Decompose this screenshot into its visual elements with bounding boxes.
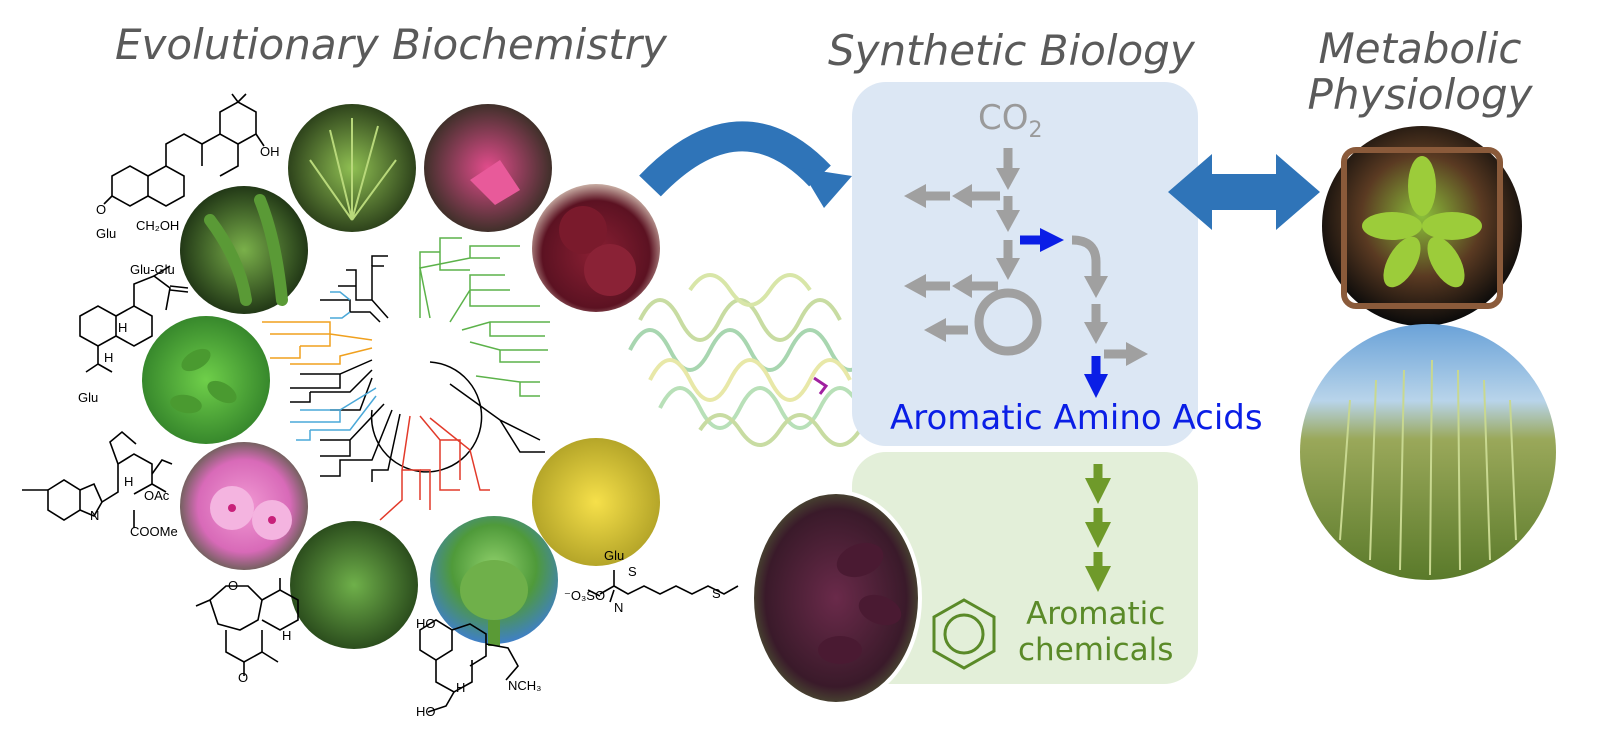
products-panel bbox=[852, 452, 1198, 684]
tree-clade-blue-top bbox=[330, 291, 351, 319]
label-ho-1: HO bbox=[416, 616, 436, 631]
co2-label: CO2 bbox=[978, 98, 1043, 143]
molecule-labels: OH O Glu CH₂OH Glu-Glu H H Glu OAc COOMe… bbox=[78, 144, 721, 719]
heading-metabolic-line1: Metabolic bbox=[1318, 24, 1522, 73]
label-glu-glu: Glu-Glu bbox=[130, 262, 175, 277]
label-s-2: S bbox=[712, 586, 721, 601]
switchgrass-photo bbox=[1300, 324, 1556, 580]
switchgrass-blades bbox=[1339, 359, 1517, 576]
triterpenoid-structure bbox=[103, 93, 265, 207]
aromatic-amino-acids-label: Aromatic Amino Acids bbox=[890, 398, 1263, 438]
pathway-arrows bbox=[904, 148, 1148, 366]
heading-metabolic-physiology: Metabolic Physiology bbox=[1300, 26, 1540, 118]
aromatic-chemicals-line2: chemicals bbox=[1018, 632, 1174, 668]
label-ch2oh: CH₂OH bbox=[136, 218, 179, 233]
label-n-2: N bbox=[614, 600, 623, 615]
heading-metabolic-line2: Physiology bbox=[1307, 70, 1533, 119]
purple-leaves bbox=[818, 542, 902, 664]
tree-clade-red bbox=[379, 415, 490, 521]
morphine-structure bbox=[419, 619, 519, 713]
co2-subscript: 2 bbox=[1028, 117, 1043, 143]
label-oac: OAc bbox=[144, 488, 170, 503]
bougainvillea-bract bbox=[470, 160, 520, 205]
label-o3so: ⁻O₃SO bbox=[564, 588, 605, 603]
co2-prefix: CO bbox=[978, 98, 1029, 138]
tca-cycle-circle bbox=[974, 288, 1042, 356]
tree-clade-black-bottom bbox=[320, 403, 401, 482]
label-h-5: H bbox=[456, 680, 465, 695]
label-coome: COOMe bbox=[130, 524, 178, 539]
tree-clade-blue-bottom bbox=[290, 387, 377, 441]
rosette-leaves bbox=[1362, 156, 1482, 288]
label-ho-2: HO bbox=[416, 704, 436, 719]
label-glu-3: Glu bbox=[604, 548, 624, 563]
tree-clade-black-top bbox=[320, 255, 389, 323]
artemisinin-structure bbox=[195, 578, 299, 676]
steviol-glycoside-structure bbox=[79, 265, 189, 373]
label-s-1: S bbox=[628, 564, 637, 579]
purple-plant-photo bbox=[750, 490, 922, 706]
artemisia-photo bbox=[290, 521, 418, 649]
tree-clade-black-right bbox=[449, 383, 545, 453]
curved-arrow bbox=[639, 121, 852, 208]
label-nch3: NCH₃ bbox=[508, 678, 541, 693]
grass-blades bbox=[309, 118, 397, 221]
chemical-structures bbox=[22, 93, 739, 713]
label-o-2: O bbox=[228, 578, 238, 593]
label-glu-2: Glu bbox=[78, 390, 98, 405]
aromatic-chemicals-label: Aromatic chemicals bbox=[1018, 596, 1173, 668]
highlight-arrows bbox=[1020, 228, 1108, 398]
product-arrows bbox=[1085, 464, 1111, 592]
label-o-1: O bbox=[96, 202, 106, 217]
label-h-4: H bbox=[282, 628, 291, 643]
beet-root bbox=[559, 206, 607, 254]
label-glu-1: Glu bbox=[96, 226, 116, 241]
label-h-1: H bbox=[118, 320, 127, 335]
pea-pods bbox=[204, 194, 288, 306]
poppy-capsule bbox=[460, 560, 528, 620]
bidirectional-arrow bbox=[1168, 154, 1320, 230]
label-oh: OH bbox=[260, 144, 280, 159]
vinblastine-fragment-structure bbox=[22, 430, 173, 528]
aromatic-chemicals-line1: Aromatic bbox=[1026, 596, 1166, 632]
mustard-photo bbox=[532, 438, 660, 566]
heading-evolutionary-biochemistry: Evolutionary Biochemistry bbox=[115, 20, 667, 69]
tree-clade-orange bbox=[262, 321, 373, 365]
plant-photo-ring bbox=[142, 104, 660, 649]
stevia-photo bbox=[142, 316, 270, 444]
heading-synthetic-biology: Synthetic Biology bbox=[828, 26, 1195, 75]
beet-root-2 bbox=[584, 244, 636, 296]
stevia-leaves bbox=[170, 348, 237, 414]
label-h-2: H bbox=[104, 350, 113, 365]
tree-clade-green bbox=[419, 237, 550, 397]
benzene-ring-icon bbox=[932, 598, 996, 670]
label-n-1: N bbox=[90, 508, 99, 523]
label-o-3: O bbox=[238, 670, 248, 685]
tree-clade-black-mid bbox=[290, 359, 373, 411]
phylogenetic-tree bbox=[262, 237, 550, 521]
glucosinolate-structure bbox=[587, 570, 739, 603]
label-h-3: H bbox=[124, 474, 133, 489]
